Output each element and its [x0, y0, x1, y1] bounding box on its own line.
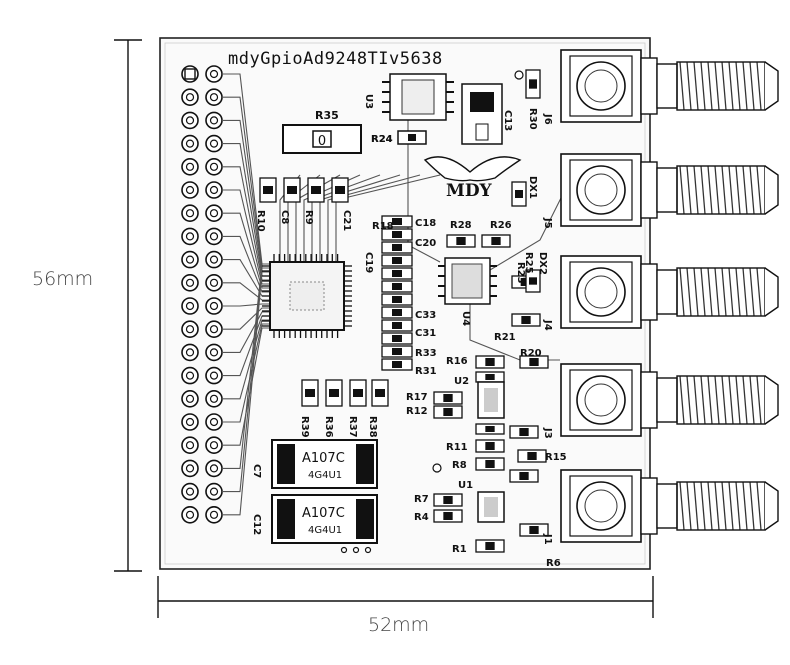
- component-label: R26: [490, 220, 512, 231]
- component-label: R18: [372, 221, 394, 232]
- component-label: J3: [542, 427, 553, 439]
- r24: R24: [371, 130, 427, 145]
- cap-c7: A107C 4G4U1 C7: [251, 439, 378, 489]
- component-label: J5: [542, 217, 553, 229]
- dimension-lines: [114, 39, 654, 618]
- component-label: C20: [415, 238, 436, 249]
- component-label: R23: [515, 262, 526, 284]
- board-title: mdyGpioAd9248TIv5638: [228, 49, 443, 69]
- component-label: R25: [523, 252, 534, 274]
- svg-text:C13: C13: [502, 110, 513, 131]
- component-label: R8: [452, 460, 467, 471]
- cap-c12: A107C 4G4U1 C12: [251, 494, 378, 544]
- chip-u4: U4: [438, 257, 497, 326]
- component-label: C21: [341, 210, 352, 231]
- component-label: J6: [542, 113, 553, 125]
- svg-text:U4: U4: [460, 311, 471, 326]
- component-label: R11: [446, 442, 468, 453]
- trace: [222, 212, 270, 289]
- component-label: R4: [414, 512, 429, 523]
- trace: [222, 189, 270, 285]
- component-label: R17: [406, 392, 428, 403]
- svg-text:0: 0: [318, 134, 326, 149]
- svg-text:4G4U1: 4G4U1: [308, 470, 342, 481]
- component-label: C8: [279, 210, 290, 224]
- component-label: R30: [527, 108, 538, 130]
- component-label: C31: [415, 328, 436, 339]
- component-label: R15: [545, 452, 567, 463]
- trace: [222, 263, 270, 469]
- component-label: C19: [363, 252, 374, 273]
- trace: [222, 307, 270, 330]
- chip-u2: U2: [454, 376, 505, 419]
- component-label: R9: [303, 210, 314, 225]
- component-label: R38: [367, 416, 378, 438]
- component-label: J4: [542, 319, 553, 331]
- chip-u1: U1: [458, 480, 505, 523]
- component-label: C18: [415, 218, 436, 229]
- trace: [222, 166, 270, 281]
- component-label: R31: [415, 366, 437, 377]
- chip-u3: U3: [363, 73, 454, 121]
- svg-text:U1: U1: [458, 480, 473, 491]
- svg-text:C7: C7: [251, 464, 262, 478]
- svg-text:U3: U3: [363, 94, 374, 109]
- component-label: R12: [406, 406, 428, 417]
- trace: [222, 323, 270, 423]
- trace: [222, 303, 270, 307]
- component-label: R36: [323, 416, 334, 438]
- component-label: R6: [546, 558, 561, 569]
- component-label: R10: [255, 210, 266, 232]
- svg-text:A107C: A107C: [302, 506, 345, 521]
- bottom-vias: [340, 70, 524, 554]
- trace: [327, 174, 421, 262]
- svg-text:U2: U2: [454, 376, 469, 387]
- svg-text:R35: R35: [315, 109, 339, 122]
- svg-text:R24: R24: [371, 134, 393, 145]
- component-label: DX1: [527, 176, 538, 199]
- height-dimension-label: 56mm: [32, 268, 94, 290]
- component-label: R21: [494, 332, 516, 343]
- component-label: R16: [446, 356, 468, 367]
- svg-text:MDY: MDY: [446, 181, 493, 201]
- trace: [222, 327, 270, 446]
- component-label: R24: [371, 134, 393, 145]
- trace: [489, 179, 571, 271]
- component-label: J1: [542, 533, 553, 545]
- trace: [222, 311, 270, 353]
- r35-resistor: 0 R35: [282, 109, 362, 154]
- trace: [222, 282, 270, 301]
- svg-text:4G4U1: 4G4U1: [308, 525, 342, 536]
- component-label: R20: [520, 348, 542, 359]
- component-label: DX2: [537, 252, 548, 275]
- component-label: R28: [450, 220, 472, 231]
- qfp-chip: [262, 254, 352, 338]
- trace: [222, 319, 270, 400]
- cap-c13: C13: [461, 83, 513, 145]
- width-dimension-label: 52mm: [368, 614, 430, 636]
- component-label: R37: [347, 416, 358, 438]
- component-label: R1: [452, 544, 467, 555]
- component-label: R7: [414, 494, 429, 505]
- svg-text:C12: C12: [251, 514, 262, 535]
- component-label: R39: [299, 416, 310, 438]
- trace: [222, 271, 270, 516]
- mdy-logo: MDY: [423, 156, 522, 201]
- trace: [222, 267, 270, 493]
- trace: [222, 235, 270, 293]
- component-label: R33: [415, 348, 437, 359]
- pin-header: [181, 65, 223, 524]
- svg-text:A107C: A107C: [302, 451, 345, 466]
- component-label: C33: [415, 310, 436, 321]
